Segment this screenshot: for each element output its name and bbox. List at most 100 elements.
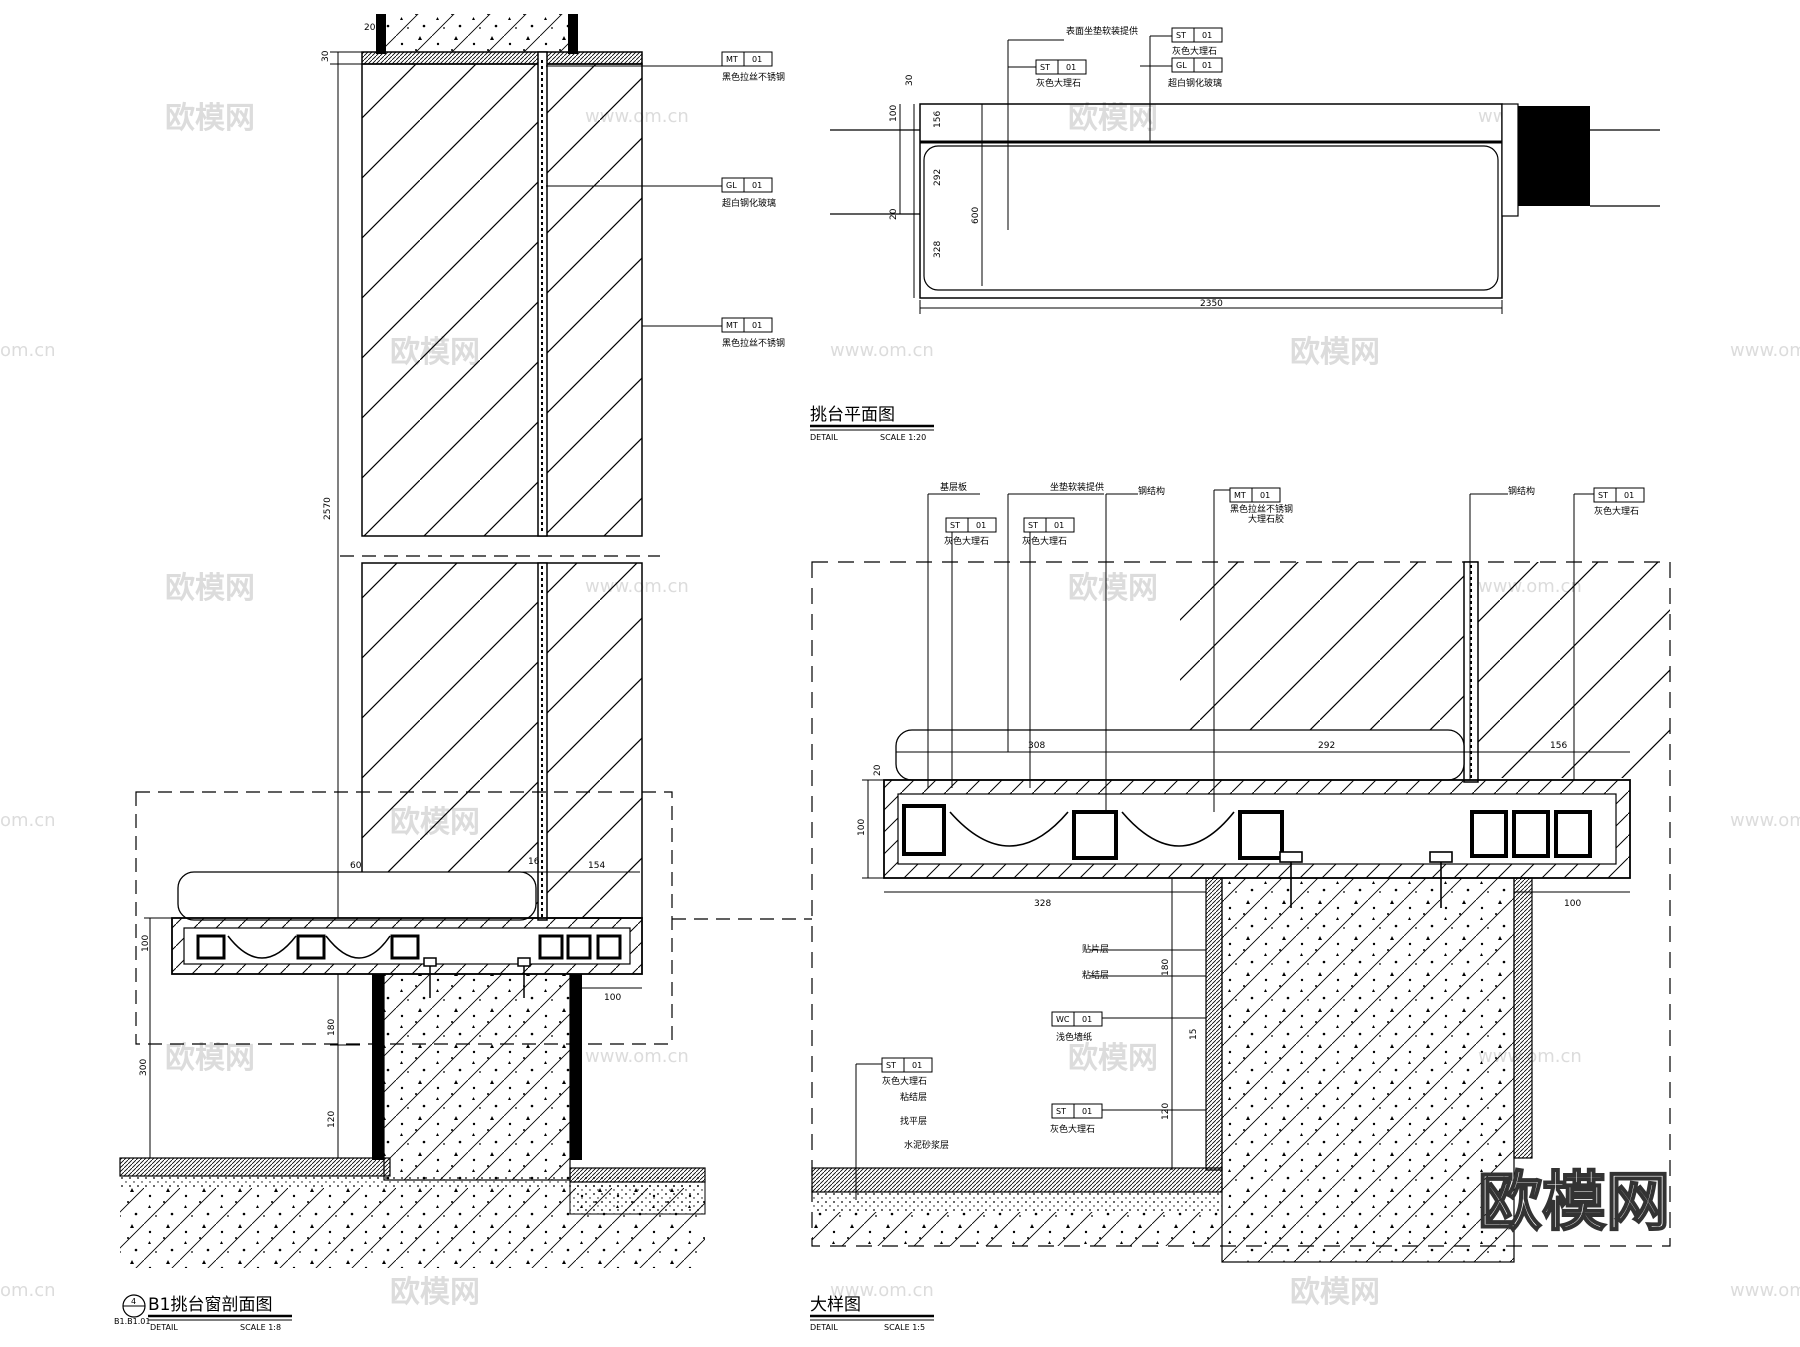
detail-tag-mt01: MT 01 黑色拉丝不锈钢 — [1229, 487, 1293, 515]
detail-floor-finish — [811, 1167, 1223, 1193]
steel-arch — [227, 935, 297, 959]
steel-tube — [596, 934, 622, 960]
note-tile-layer: 贴片层 — [1082, 943, 1109, 955]
svg-text:ST: ST — [1176, 31, 1186, 40]
plan-dim-20: 20 — [889, 208, 899, 220]
watermark-url: www.om.cn — [1730, 340, 1800, 361]
detail-dim-308: 308 — [1028, 741, 1045, 751]
dim-100: 100 — [141, 935, 151, 952]
plan-note-cushion: 表面坐垫软装提供 — [1066, 25, 1138, 37]
watermark-domain: om.cn — [0, 1280, 56, 1301]
svg-text:MT: MT — [726, 55, 738, 64]
steel-tube — [566, 934, 592, 960]
detail-dim-328: 328 — [1034, 899, 1051, 909]
svg-text:01: 01 — [752, 181, 762, 190]
note-steel-1: 钢结构 — [1138, 485, 1165, 497]
detail-detail: DETAIL — [810, 1323, 838, 1332]
material-tag-gl01: GL 01 超白钢化玻璃 — [721, 177, 776, 209]
note-level-layer: 找平层 — [900, 1115, 927, 1127]
dim-120: 120 — [327, 1111, 337, 1128]
svg-text:01: 01 — [1054, 521, 1064, 530]
svg-text:01: 01 — [1202, 61, 1212, 70]
watermark-url: www.om.cn — [585, 1046, 689, 1067]
note-adhesive-layer-2: 粘结层 — [900, 1091, 927, 1103]
watermark-url: www.om.cn — [1730, 810, 1800, 831]
svg-text:灰色大理石: 灰色大理石 — [1022, 535, 1067, 547]
plan-scale: SCALE 1:20 — [880, 433, 926, 442]
dim-30: 30 — [321, 50, 331, 62]
step-fill — [569, 1181, 706, 1215]
concrete-wall — [383, 973, 571, 1181]
watermark-url: www.om.cn — [830, 1280, 934, 1301]
dim-20: 20 — [364, 23, 376, 33]
wall-finish-right — [570, 974, 582, 1160]
watermark-brand: 欧模网 — [1068, 571, 1158, 606]
svg-text:01: 01 — [1082, 1107, 1092, 1116]
watermark-url: www.om.cn — [1730, 1280, 1800, 1301]
detail-dim-20: 20 — [873, 764, 883, 776]
svg-text:ST: ST — [1028, 521, 1038, 530]
note-mortar-layer: 水泥砂浆层 — [904, 1139, 949, 1151]
plan-dim-600: 600 — [971, 207, 981, 224]
svg-text:浅色墙纸: 浅色墙纸 — [1056, 1031, 1092, 1043]
detail-dim-15: 15 — [1189, 1029, 1199, 1040]
watermark-url: www.om.cn — [830, 340, 934, 361]
svg-text:01: 01 — [1260, 491, 1270, 500]
svg-text:超白钢化玻璃: 超白钢化玻璃 — [722, 197, 776, 209]
glass-panel-upper — [361, 63, 643, 537]
detail-ground — [812, 1212, 1222, 1246]
section-number: 4 — [131, 1297, 136, 1306]
steel-tube — [538, 934, 564, 960]
top-trim — [361, 51, 643, 65]
floor-finish-left — [119, 1157, 391, 1177]
note-marble-glue: 大理石胶 — [1248, 513, 1284, 525]
svg-text:MT: MT — [1234, 491, 1246, 500]
svg-text:01: 01 — [752, 55, 762, 64]
post-right — [568, 14, 578, 54]
seat-cushion — [177, 871, 537, 921]
dim-60: 60 — [350, 861, 362, 871]
watermark-logo: 欧模网 — [1478, 1166, 1670, 1240]
watermark-brand: 欧模网 — [390, 1275, 480, 1310]
section-scale: SCALE 1:8 — [240, 1323, 281, 1332]
dim-154: 154 — [588, 861, 605, 871]
mortar-layer — [120, 1176, 705, 1188]
svg-text:01: 01 — [752, 321, 762, 330]
steel-tube — [390, 934, 420, 960]
plan-tag-st01-2: ST 01 灰色大理石 — [1171, 27, 1223, 57]
detail-tag-st01-a: ST 01 灰色大理石 — [944, 517, 997, 547]
plan-detail: DETAIL — [810, 433, 838, 442]
detail-tag-st01-b: ST 01 灰色大理石 — [1022, 517, 1075, 547]
watermark-brand: 欧模网 — [1290, 1275, 1380, 1310]
note-adhesive-layer: 粘结层 — [1082, 969, 1109, 981]
steel-arch — [325, 935, 391, 959]
detail-drawing: 308 292 156 20 100 328 100 180 15 120 基层… — [810, 481, 1671, 1332]
watermark-brand: 欧模网 — [1068, 101, 1158, 136]
svg-text:灰色大理石: 灰色大理石 — [882, 1075, 927, 1087]
watermark-domain: om.cn — [0, 810, 56, 831]
plan-dim-328: 328 — [933, 241, 943, 258]
detail-tag-st01-e: ST 01 灰色大理石 — [881, 1057, 933, 1087]
svg-text:黑色拉丝不锈钢: 黑色拉丝不锈钢 — [722, 71, 785, 83]
dim-2570: 2570 — [323, 497, 333, 520]
detail-dim-156: 156 — [1550, 741, 1567, 751]
note-base-board: 基层板 — [940, 481, 967, 493]
detail-dim-120: 120 — [1161, 1103, 1171, 1120]
note-cushion: 坐垫软装提供 — [1050, 481, 1104, 493]
detail-dimensions — [862, 751, 1630, 1170]
watermark-brand: 欧模网 — [165, 571, 255, 606]
svg-text:超白钢化玻璃: 超白钢化玻璃 — [1168, 77, 1222, 89]
svg-text:ST: ST — [886, 1061, 896, 1070]
svg-text:灰色大理石: 灰色大理石 — [1036, 77, 1081, 89]
watermark-domain: om.cn — [0, 340, 56, 361]
plan-tag-gl01: GL 01 超白钢化玻璃 — [1168, 57, 1223, 89]
detail-tag-st01-d: ST 01 灰色大理石 — [1050, 1103, 1103, 1135]
plan-dim-2350: 2350 — [1200, 299, 1223, 309]
watermark-brand: 欧模网 — [165, 101, 255, 136]
detail-dim-180: 180 — [1161, 959, 1171, 976]
svg-text:GL: GL — [1176, 61, 1187, 70]
glass-panel-lower — [361, 562, 643, 919]
dim-300: 300 — [139, 1059, 149, 1076]
plan-column — [1518, 106, 1590, 206]
